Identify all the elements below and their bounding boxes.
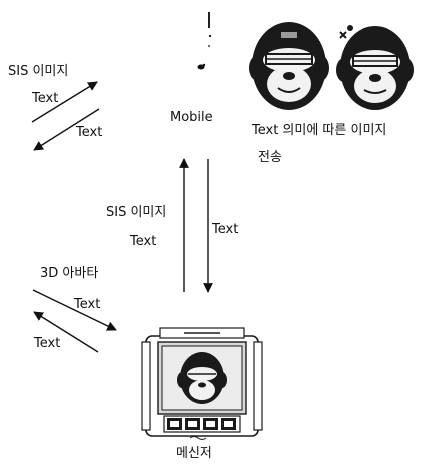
messenger-label: 메신저 — [176, 446, 212, 461]
text-meaning-label-line1: Text 의미에 따른 이미지 — [252, 123, 387, 138]
messenger-window-icon — [141, 327, 263, 440]
arrow-sis-to-mobile — [31, 81, 98, 123]
mobile-phone-icon — [197, 12, 212, 70]
text-label-mid-left: Text — [130, 234, 157, 249]
text-label-top-upper: Text — [32, 91, 59, 106]
monkey-avatar-icon — [249, 22, 329, 110]
text-label-bottom-lower: Text — [34, 336, 61, 351]
text-label-bottom-upper: Text — [74, 297, 101, 312]
sis-image-label-top: SIS 이미지 — [8, 64, 69, 79]
text-label-mid-right: Text — [212, 222, 239, 237]
sis-image-label-mid: SIS 이미지 — [106, 205, 167, 220]
text-label-top-lower: Text — [76, 125, 103, 140]
mobile-label: Mobile — [170, 110, 213, 125]
avatar-3d-label: 3D 아바타 — [40, 266, 99, 281]
arrow-mobile-to-sis — [33, 108, 100, 151]
monkey-avatar-expressive-icon — [336, 25, 414, 110]
text-meaning-label-line2: 전송 — [258, 150, 282, 165]
arrow-messenger-to-avatar — [33, 311, 99, 353]
arrow-avatar-to-messenger — [32, 289, 117, 331]
